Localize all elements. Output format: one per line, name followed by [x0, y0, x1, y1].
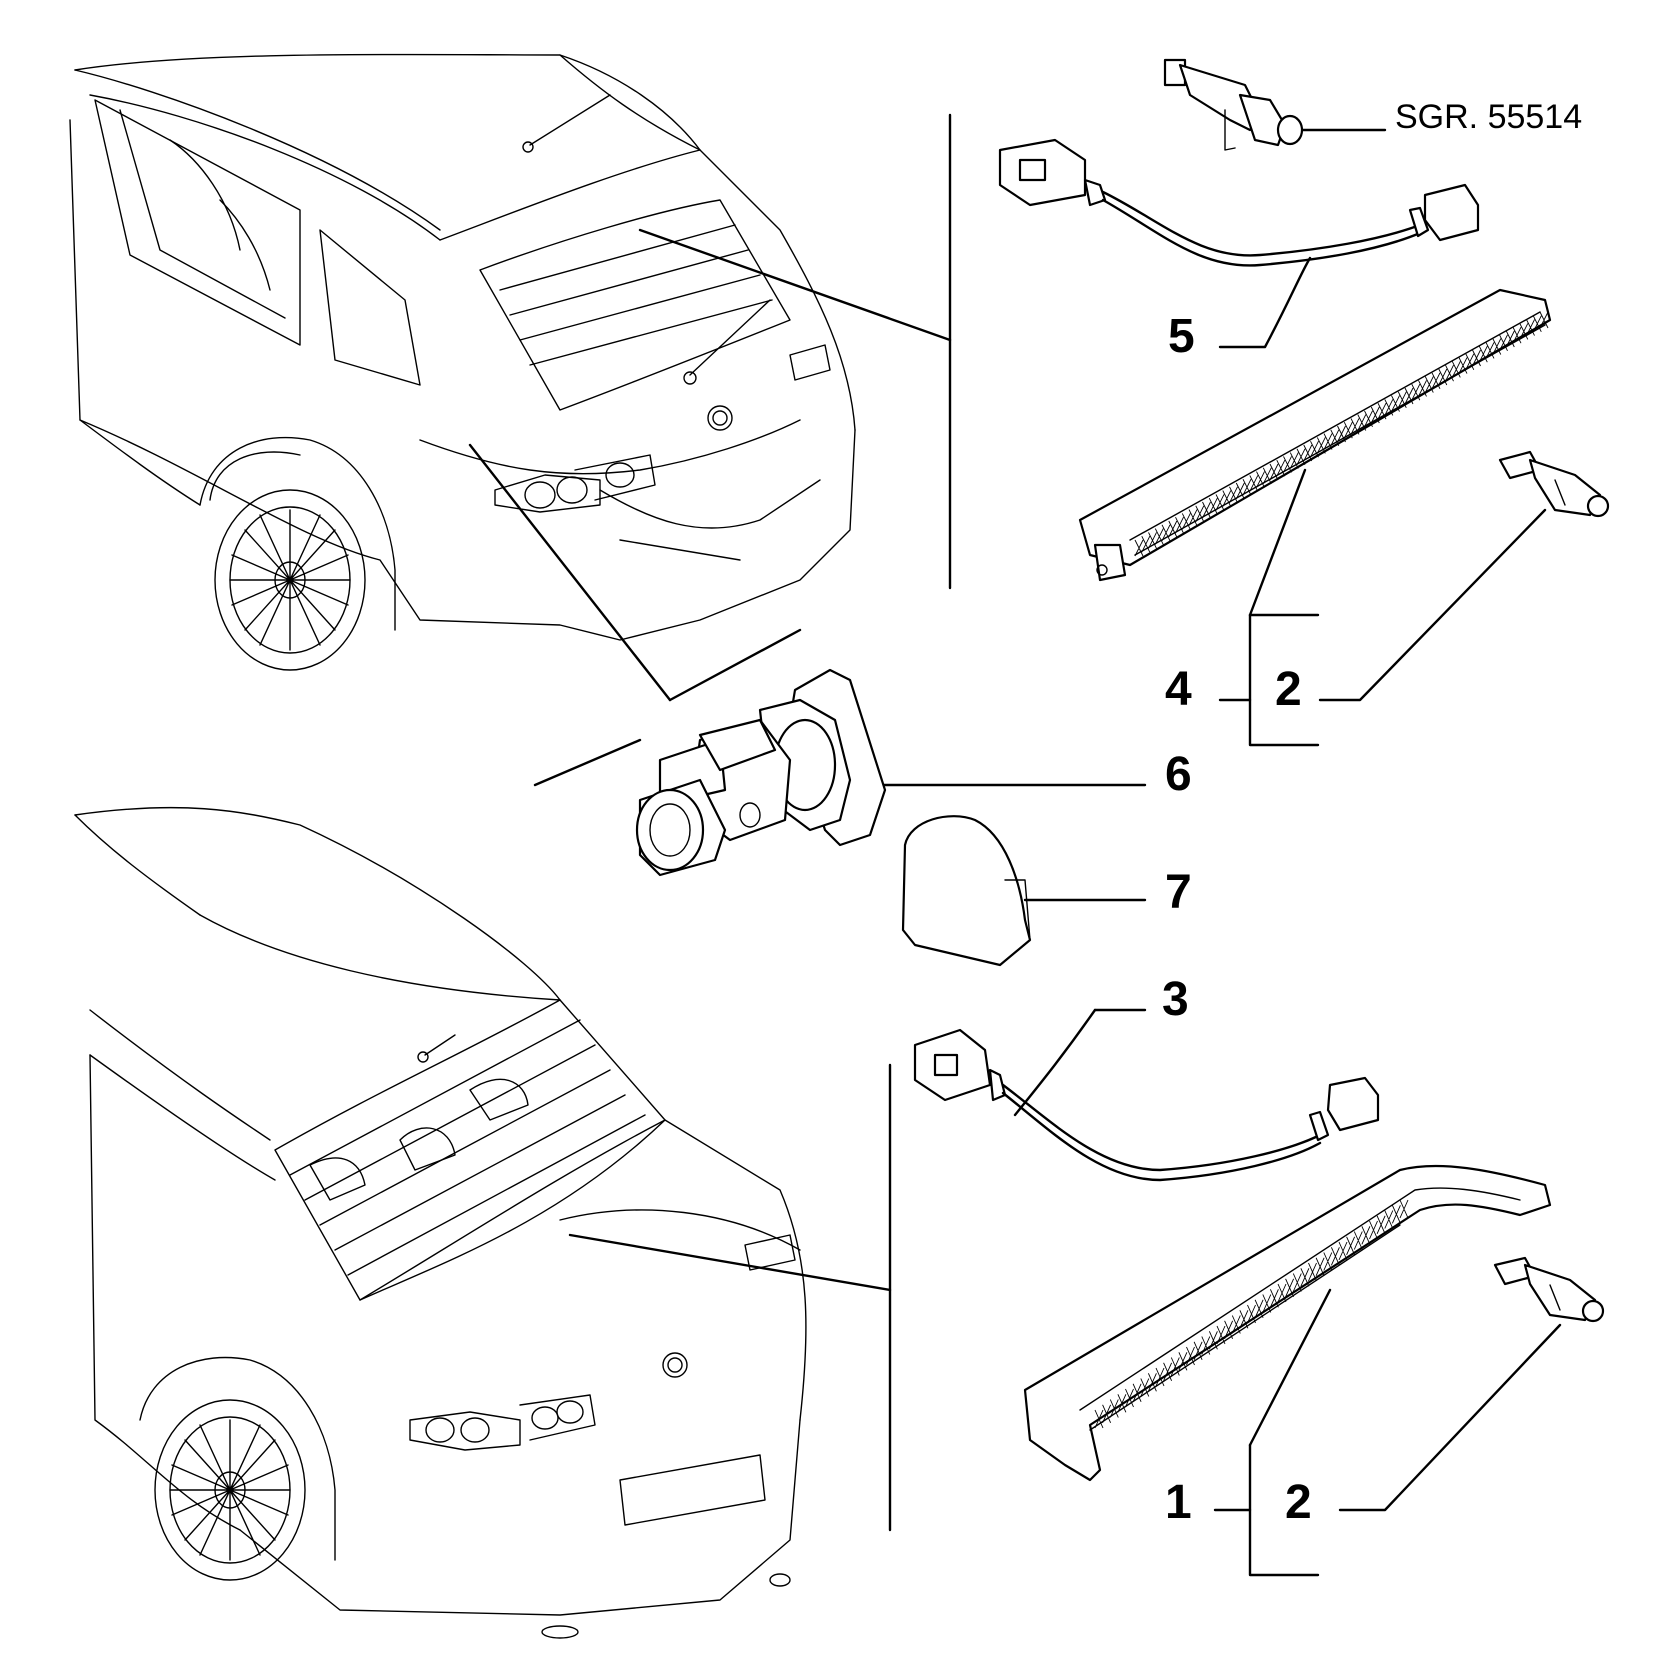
- callout-6: 6: [1165, 748, 1192, 801]
- callout-2-upper: 2: [1275, 663, 1302, 716]
- bulb-part-2-lower: [1493, 1256, 1605, 1323]
- callout-4: 4: [1165, 663, 1192, 716]
- car-wagon-illustration: [69, 53, 856, 671]
- reference-label: SGR. 55514: [1395, 98, 1582, 136]
- leader-lines: [468, 113, 1562, 1577]
- wiring-harness-part-5: [998, 138, 1480, 267]
- callout-5: 5: [1168, 310, 1195, 363]
- brake-light-part-4: [1078, 288, 1552, 582]
- callout-1: 1: [1165, 1476, 1192, 1529]
- brake-light-part-1: [1023, 1164, 1552, 1482]
- car-sedan-illustration: [74, 806, 807, 1639]
- callout-3: 3: [1162, 973, 1189, 1026]
- bulb-part-2-upper: [1498, 450, 1610, 518]
- callout-7: 7: [1165, 866, 1192, 919]
- wiring-harness-part-3: [913, 1028, 1380, 1182]
- cap-part-7: [901, 815, 1032, 967]
- bulb-holder-part: [1163, 58, 1304, 151]
- callout-2-lower: 2: [1285, 1476, 1312, 1529]
- sensor-part-6: [635, 668, 887, 877]
